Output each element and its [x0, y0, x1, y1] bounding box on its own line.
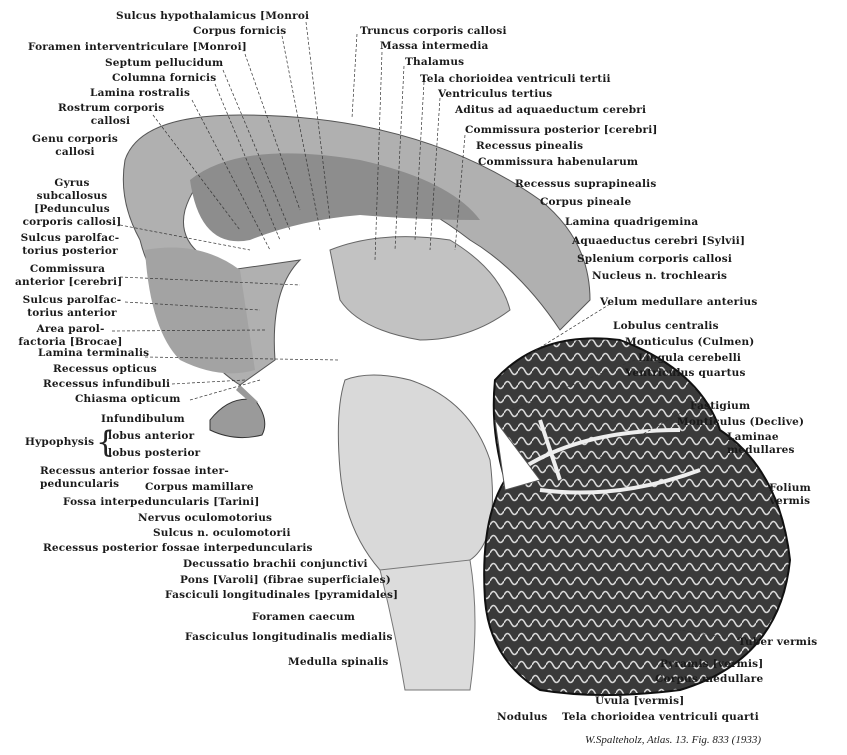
label-sulcus-parolfactorius-anterior: Sulcus parolfac-torius anterior: [22, 294, 122, 320]
label-line: Folium: [769, 482, 811, 494]
label-ventriculus-quartus: Ventriculus quartus: [625, 367, 746, 379]
label-medulla-spinalis: Medulla spinalis: [288, 656, 389, 668]
label-recessus-suprapinealis: Recessus suprapinealis: [515, 178, 657, 190]
label-nervus-oculomotorius: Nervus oculomotorius: [138, 512, 273, 524]
label-line: torius anterior: [27, 307, 117, 319]
label-lobus-anterior: lobus anterior: [108, 430, 195, 442]
label-monticulus-culmen: Monticulus (Culmen): [625, 336, 755, 348]
corpus-medullare: [518, 419, 701, 495]
label-septum-pellucidum: Septum pellucidum: [105, 57, 224, 69]
label-corpus-medullare: Corpus medullare: [655, 673, 764, 685]
label-line: [Pedunculus: [34, 203, 110, 215]
cerebellum: [483, 337, 792, 696]
leader-lines: [111, 21, 741, 641]
label-line: Laminae: [727, 431, 779, 443]
label-recessus-opticus: Recessus opticus: [53, 363, 157, 375]
label-foramen-interventriculare: Foramen interventriculare [Monroi]: [28, 41, 247, 53]
label-line: factoria [Brocae]: [18, 336, 123, 348]
label-line: torius posterior: [22, 245, 118, 257]
label-nucleus-n-trochlearis: Nucleus n. trochlearis: [592, 270, 728, 282]
label-lobus-posterior: lobus posterior: [108, 447, 201, 459]
label-line: Genu corporis: [32, 133, 118, 145]
label-uvula: Uvula [vermis]: [595, 695, 685, 707]
label-thalamus: Thalamus: [405, 56, 465, 68]
label-decussatio-brachii: Decussatio brachii conjunctivi: [183, 558, 368, 570]
label-line: callosi: [55, 146, 95, 158]
label-sulcus-parolfactorius-posterior: Sulcus parolfac-torius posterior: [20, 232, 120, 258]
label-nodulus: Nodulus: [497, 711, 548, 723]
label-lamina-quadrigemina: Lamina quadrigemina: [565, 216, 699, 228]
label-aquaeductus-cerebri: Aquaeductus cerebri [Sylvii]: [572, 235, 746, 247]
label-recessus-infundibuli: Recessus infundibuli: [43, 378, 171, 390]
label-pons: Pons [Varoli] (fibrae superficiales): [180, 574, 391, 586]
label-lamina-terminalis: Lamina terminalis: [38, 347, 150, 359]
label-columna-fornicis: Columna fornicis: [112, 72, 217, 84]
label-corpus-mamillare: Corpus mamillare: [145, 481, 254, 493]
label-line: Area parol-: [36, 323, 105, 335]
septum-region: [190, 153, 480, 242]
label-recessus-anterior-fossae: Recessus anterior fossae inter-peduncula…: [40, 465, 229, 491]
label-pyramis: Pyramis [vermis]: [660, 658, 764, 670]
label-hypophysis: Hypophysis: [25, 436, 95, 448]
label-line: Commissura: [29, 263, 106, 275]
label-line: anterior [cerebri]: [15, 276, 123, 288]
label-velum-medullare-anterius: Velum medullare anterius: [600, 296, 758, 308]
label-recessus-posterior-fossae: Recessus posterior fossae interpeduncula…: [43, 542, 313, 554]
label-massa-intermedia: Massa intermedia: [380, 40, 489, 52]
label-line: medullares: [727, 444, 795, 456]
label-fasciculi-longitudinales: Fasciculi longitudinales [pyramidales]: [165, 589, 399, 601]
label-line: subcallosus: [36, 190, 108, 202]
label-line: Sulcus parolfac-: [22, 294, 122, 306]
label-tela-chorioidea-quarti: Tela chorioidea ventriculi quarti: [562, 711, 759, 723]
label-sulcus-n-oculomotorii: Sulcus n. oculomotorii: [153, 527, 291, 539]
medulla-spinalis: [379, 559, 476, 691]
figure-caption: W.Spalteholz, Atlas. 13. Fig. 833 (1933): [585, 734, 761, 746]
label-line: Recessus anterior fossae inter-: [40, 465, 229, 477]
thalamus: [329, 236, 511, 341]
label-line: Sulcus parolfac-: [20, 232, 120, 244]
hypophysis: [209, 398, 266, 439]
label-lobulus-centralis: Lobulus centralis: [613, 320, 719, 332]
label-line: corporis callosi]: [22, 216, 122, 228]
label-line: Gyrus: [54, 177, 90, 189]
label-fossa-interpeduncularis: Fossa interpeduncularis [Tarini]: [63, 496, 260, 508]
label-splenium-corporis-callosi: Splenium corporis callosi: [577, 253, 733, 265]
brace-icon: {: [96, 425, 116, 460]
label-tela-chorioidea-tertii: Tela chorioidea ventriculi tertii: [420, 73, 611, 85]
label-ventriculus-tertius: Ventriculus tertius: [438, 88, 553, 100]
label-line: vermis: [769, 495, 811, 507]
label-line: peduncularis: [40, 478, 120, 490]
label-fasciculus-longitudinalis-medialis: Fasciculus longitudinalis medialis: [185, 631, 393, 643]
label-corpus-fornicis: Corpus fornicis: [193, 25, 287, 37]
label-monticulus-declive: Monticulus (Declive): [677, 416, 805, 428]
label-truncus-corporis-callosi: Truncus corporis callosi: [360, 25, 507, 37]
olfactory-area: [145, 247, 255, 374]
label-area-parolfactoria: Area parol-factoria [Brocae]: [18, 323, 123, 349]
label-tuber-vermis: Tuber vermis: [738, 636, 818, 648]
label-aditus-ad-aquaeductum: Aditus ad aquaeductum cerebri: [455, 104, 647, 116]
infundibulum: [236, 385, 258, 404]
label-line: callosi: [90, 115, 131, 127]
label-line: Rostrum corporis: [58, 102, 165, 114]
fourth-ventricle: [494, 419, 541, 491]
label-commissura-posterior: Commissura posterior [cerebri]: [465, 124, 658, 136]
label-recessus-pinealis: Recessus pinealis: [476, 140, 584, 152]
label-sulcus-hypothalamicus: Sulcus hypothalamicus [Monroi: [116, 10, 310, 22]
label-foramen-caecum: Foramen caecum: [252, 611, 356, 623]
label-chiasma-opticum: Chiasma opticum: [75, 393, 181, 405]
label-corpus-pineale: Corpus pineale: [540, 196, 632, 208]
label-lingula-cerebelli: Lingula cerebelli: [638, 352, 742, 364]
label-infundibulum: Infundibulum: [101, 413, 185, 425]
pons: [337, 374, 493, 574]
label-fastigium: Fastigium: [690, 400, 751, 412]
label-commissura-habenularum: Commissura habenularum: [478, 156, 639, 168]
label-lamina-rostralis: Lamina rostralis: [90, 87, 191, 99]
